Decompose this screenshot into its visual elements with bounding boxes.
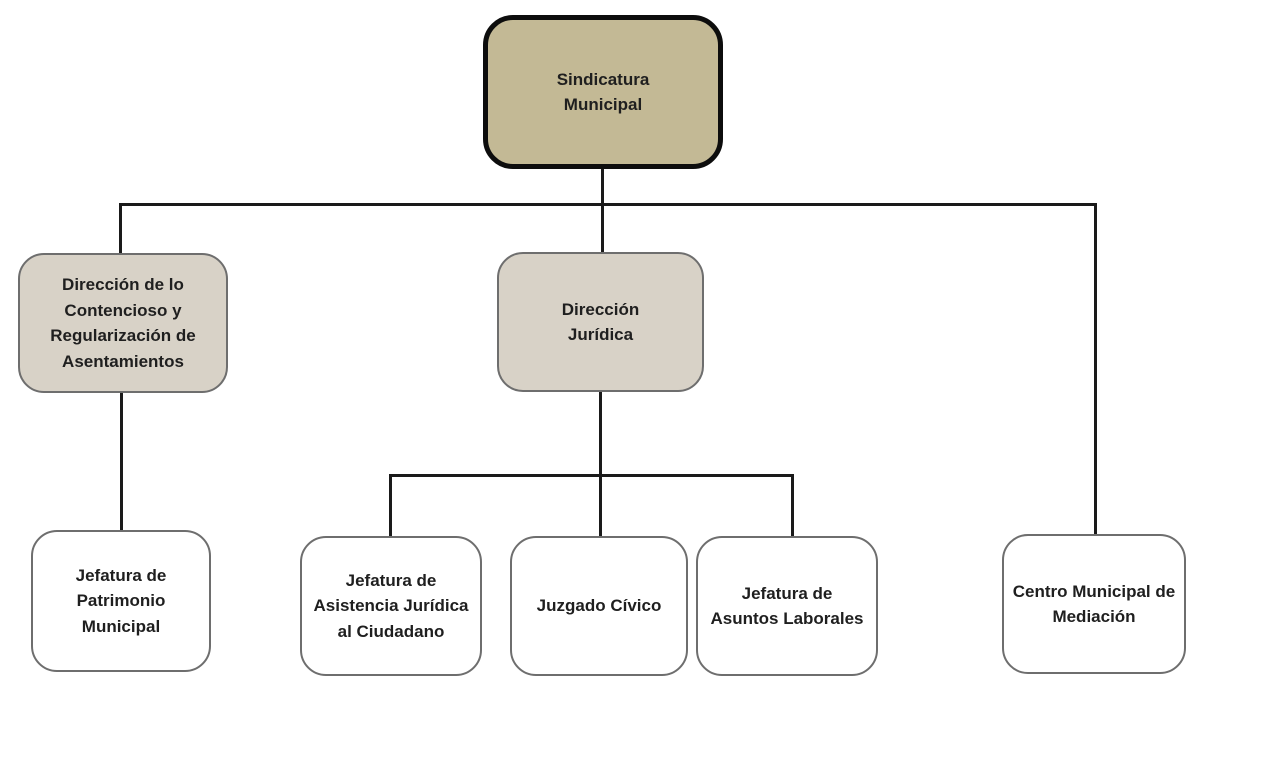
org-node-label: Dirección de lo Contencioso y Regulariza… [50, 275, 196, 371]
connector-contencioso-patrimonio [120, 391, 123, 532]
org-node-direccion-juridica: Dirección Jurídica [497, 252, 704, 392]
org-node-jefatura-patrimonio: Jefatura de Patrimonio Municipal [31, 530, 211, 672]
connector-drop-laborales [791, 474, 794, 538]
org-node-centro-mediacion: Centro Municipal de Mediación [1002, 534, 1186, 674]
org-node-label: Centro Municipal de Mediación [1012, 581, 1176, 627]
connector-juridica-stem [599, 390, 602, 538]
org-node-label: Jefatura de Asistencia Jurídica al Ciuda… [313, 570, 469, 641]
connector-drop-asistencia [389, 474, 392, 538]
org-node-juzgado-civico: Juzgado Cívico [510, 536, 688, 676]
org-node-direccion-contencioso: Dirección de lo Contencioso y Regulariza… [18, 253, 228, 393]
org-node-sindicatura-municipal: Sindicatura Municipal [483, 15, 723, 169]
connector-drop-mediacion [1094, 203, 1097, 536]
org-node-jefatura-asuntos-laborales: Jefatura de Asuntos Laborales [696, 536, 878, 676]
connector-tier1-horizontal [119, 203, 1097, 206]
connector-root-stem [601, 167, 604, 255]
connector-drop-contencioso [119, 203, 122, 255]
org-node-label: Jefatura de Asuntos Laborales [710, 583, 864, 629]
org-node-jefatura-asistencia-juridica: Jefatura de Asistencia Jurídica al Ciuda… [300, 536, 482, 676]
org-node-label: Sindicatura Municipal [556, 69, 650, 115]
org-node-label: Dirección Jurídica [561, 299, 640, 345]
org-node-label: Jefatura de Patrimonio Municipal [75, 565, 167, 636]
connector-tier2-horizontal [389, 474, 794, 477]
org-node-label: Juzgado Cívico [536, 596, 662, 616]
